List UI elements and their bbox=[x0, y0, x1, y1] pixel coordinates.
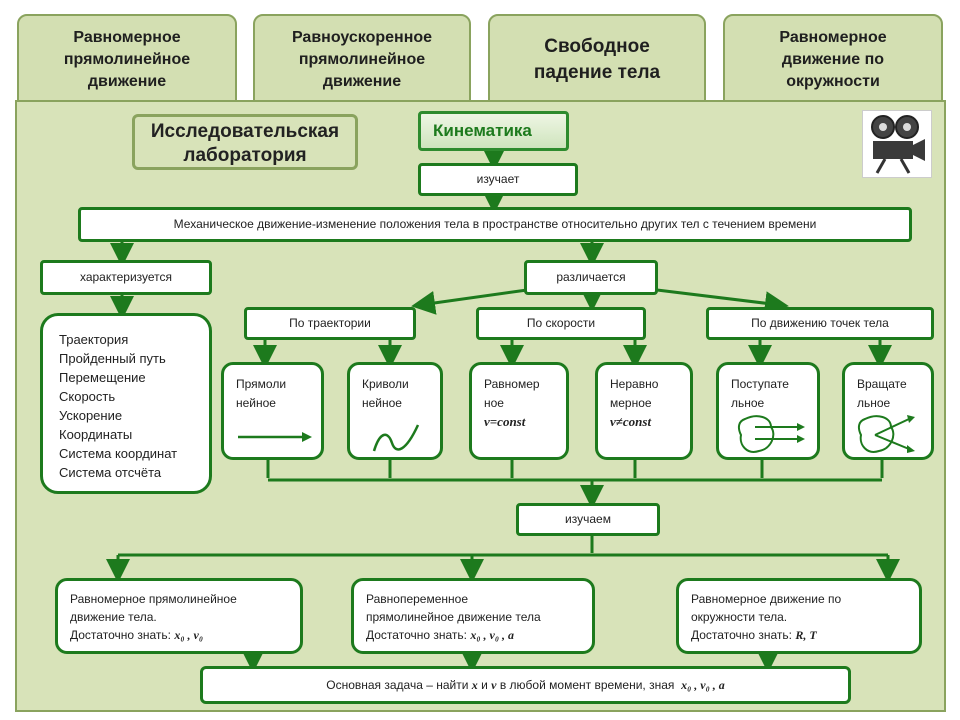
type-straight-label: Прямоли нейное bbox=[236, 377, 287, 410]
type-translational: Поступате льное bbox=[716, 362, 820, 460]
category-speed: По скорости bbox=[476, 307, 646, 340]
know-vars: x₀ , v₀ , a bbox=[470, 628, 515, 642]
studied-accelerated: Равнопеременное прямолинейное движение т… bbox=[351, 578, 595, 654]
we-study-box: изучаем bbox=[516, 503, 660, 536]
studied-uniform-linear: Равномерное прямолинейное движение тела.… bbox=[55, 578, 303, 654]
main-task-suffix: в любой момент времени, зная bbox=[499, 677, 675, 692]
film-projector-icon bbox=[862, 110, 932, 178]
tab-free-fall[interactable]: Свободное падение тела bbox=[488, 14, 706, 106]
type-curved: Криволи нейное bbox=[347, 362, 443, 460]
rotational-icon bbox=[857, 415, 915, 453]
category-points: По движению точек тела bbox=[706, 307, 934, 340]
tab-accelerated-linear[interactable]: Равноускоренное прямолинейное движение bbox=[253, 14, 471, 106]
list-item: Перемещение bbox=[59, 370, 146, 385]
curve-icon bbox=[372, 424, 420, 452]
type-straight: Прямоли нейное bbox=[221, 362, 324, 460]
type-rotational-label: Вращате льное bbox=[857, 377, 907, 410]
studied-circular: Равномерное движение по окружности тела.… bbox=[676, 578, 922, 654]
know-vars: x₀ , v₀ bbox=[174, 628, 204, 642]
lab-title: Исследовательская лаборатория bbox=[132, 114, 358, 170]
tab-uniform-linear[interactable]: Равномерное прямолинейное движение bbox=[17, 14, 237, 106]
list-item: Координаты bbox=[59, 427, 133, 442]
distinguished-box: различается bbox=[524, 260, 658, 295]
type-curved-label: Криволи нейное bbox=[362, 377, 409, 410]
list-item: Система координат bbox=[59, 446, 178, 461]
know-vars: R, T bbox=[795, 628, 817, 642]
category-trajectory: По траектории bbox=[244, 307, 416, 340]
tab-circular[interactable]: Равномерное движение по окружности bbox=[723, 14, 943, 106]
main-task-prefix: Основная задача – найти bbox=[326, 677, 469, 692]
main-task-box: Основная задача – найти x и v в любой мо… bbox=[200, 666, 851, 704]
straight-arrow-icon bbox=[238, 432, 312, 442]
type-nonuniform: Неравно мерное v≠const bbox=[595, 362, 693, 460]
main-task-v: v bbox=[491, 677, 497, 692]
know-label: Достаточно знать: bbox=[366, 628, 467, 642]
main-task-x: x bbox=[471, 677, 478, 692]
type-translational-label: Поступате льное bbox=[731, 377, 789, 410]
type-rotational: Вращате льное bbox=[842, 362, 934, 460]
list-item: Система отсчёта bbox=[59, 465, 162, 480]
studies-box: изучает bbox=[418, 163, 578, 196]
type-uniform-label: Равномер ное bbox=[484, 377, 540, 410]
main-task-vars: x₀ , v₀ , a bbox=[681, 677, 725, 692]
characteristics-list: Траектория Пройденный путь Перемещение С… bbox=[40, 313, 212, 494]
definition-box: Механическое движение-изменение положени… bbox=[78, 207, 912, 242]
studied-text: Равномерное прямолинейное движение тела. bbox=[70, 592, 237, 624]
translational-icon bbox=[737, 415, 805, 453]
nonuniform-formula: v≠const bbox=[610, 414, 652, 429]
know-label: Достаточно знать: bbox=[70, 628, 171, 642]
characterized-box: характеризуется bbox=[40, 260, 212, 295]
list-item: Скорость bbox=[59, 389, 116, 404]
list-item: Траектория bbox=[59, 332, 129, 347]
know-label: Достаточно знать: bbox=[691, 628, 792, 642]
kinematics-label[interactable]: Кинематика bbox=[418, 111, 569, 151]
uniform-formula: v=const bbox=[484, 414, 526, 429]
type-uniform: Равномер ное v=const bbox=[469, 362, 569, 460]
list-item: Ускорение bbox=[59, 408, 123, 423]
studied-text: Равномерное движение по окружности тела. bbox=[691, 592, 842, 624]
main-task-and: и bbox=[481, 677, 488, 692]
type-nonuniform-label: Неравно мерное bbox=[610, 377, 659, 410]
list-item: Пройденный путь bbox=[59, 351, 166, 366]
studied-text: Равнопеременное прямолинейное движение т… bbox=[366, 592, 541, 624]
